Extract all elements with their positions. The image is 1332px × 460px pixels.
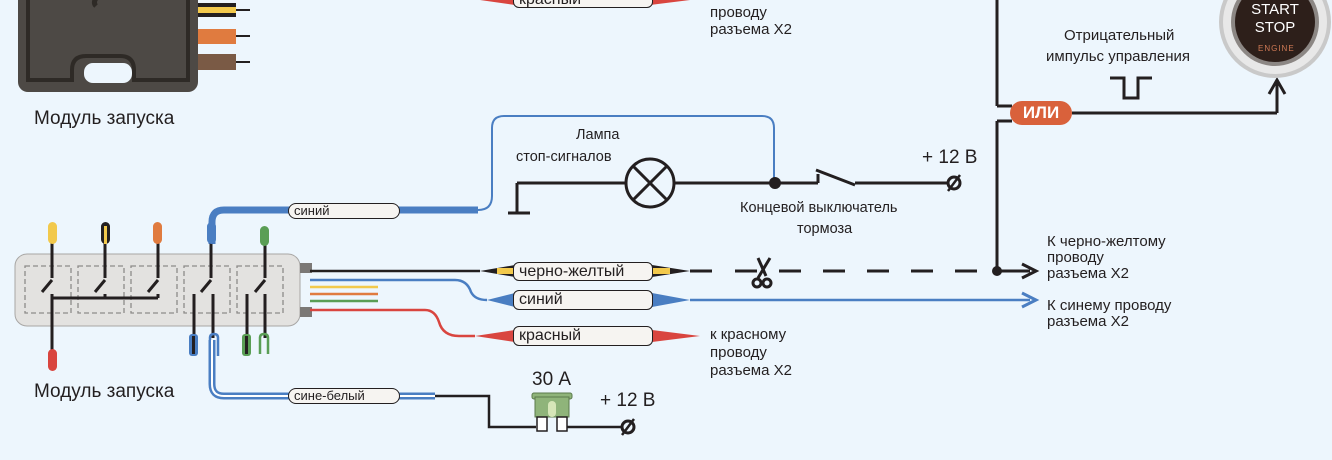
lamp-label: Лампа [576,127,620,143]
pulse-label: Отрицательный [1064,27,1175,44]
terminal-icon [620,419,636,435]
dest-black-yellow-2: проводу [1047,249,1104,266]
terminal-icon [946,175,962,191]
brake-switch-icon [815,168,856,187]
wire-label-blue-top: синий [288,203,400,219]
bottom-module-caption: Модуль запуска [34,381,175,402]
fuse-supply-label: + 12 В [600,390,656,411]
top-note-line1: проводу [710,4,767,21]
start-stop-button-icon [1219,0,1331,78]
negative-pulse-icon [1110,76,1152,100]
wire-label-black-yellow: черно-желтый [513,262,653,281]
dest-black-yellow-3: разъема X2 [1047,265,1129,282]
dest-red-3: разъема X2 [710,362,792,379]
dest-blue-1: К синему проводу [1047,297,1172,314]
fuse-icon [531,392,573,432]
start-label: START [1251,1,1299,18]
wire-label-red: красный [513,326,653,346]
stop-label: STOP [1254,19,1296,36]
wire-label-blue-white: сине-белый [288,388,400,404]
top-module-icon [18,0,250,92]
engine-label: ENGINE [1258,44,1295,53]
switch-label-2: тормоза [797,221,853,237]
dest-red-2: проводу [710,344,767,361]
top-note-line2: разъема X2 [710,21,792,38]
scissors-icon [751,257,773,289]
pulse-label-2: импульс управления [1046,48,1191,65]
switch-label: Концевой выключатель [740,200,898,216]
fuse-rating: 30 А [532,369,572,390]
lamp-label-2: стоп-сигналов [516,149,612,165]
start-stop-section [995,0,1331,270]
dest-black-yellow-1: К черно-желтому [1047,233,1166,250]
top-module-caption: Модуль запуска [34,108,175,129]
harness-wires [208,257,1040,436]
dest-red-1: к красному [710,326,787,343]
brake-supply-label: + 12 В [922,147,978,168]
or-badge: ИЛИ [1010,101,1072,125]
wire-label-blue: синий [513,290,653,310]
dest-blue-2: разъема X2 [1047,313,1129,330]
brake-circuit [208,115,962,244]
bottom-module-icon [14,222,312,371]
wire-label-red-top: красный [513,0,653,8]
top-red-wire [480,0,690,5]
